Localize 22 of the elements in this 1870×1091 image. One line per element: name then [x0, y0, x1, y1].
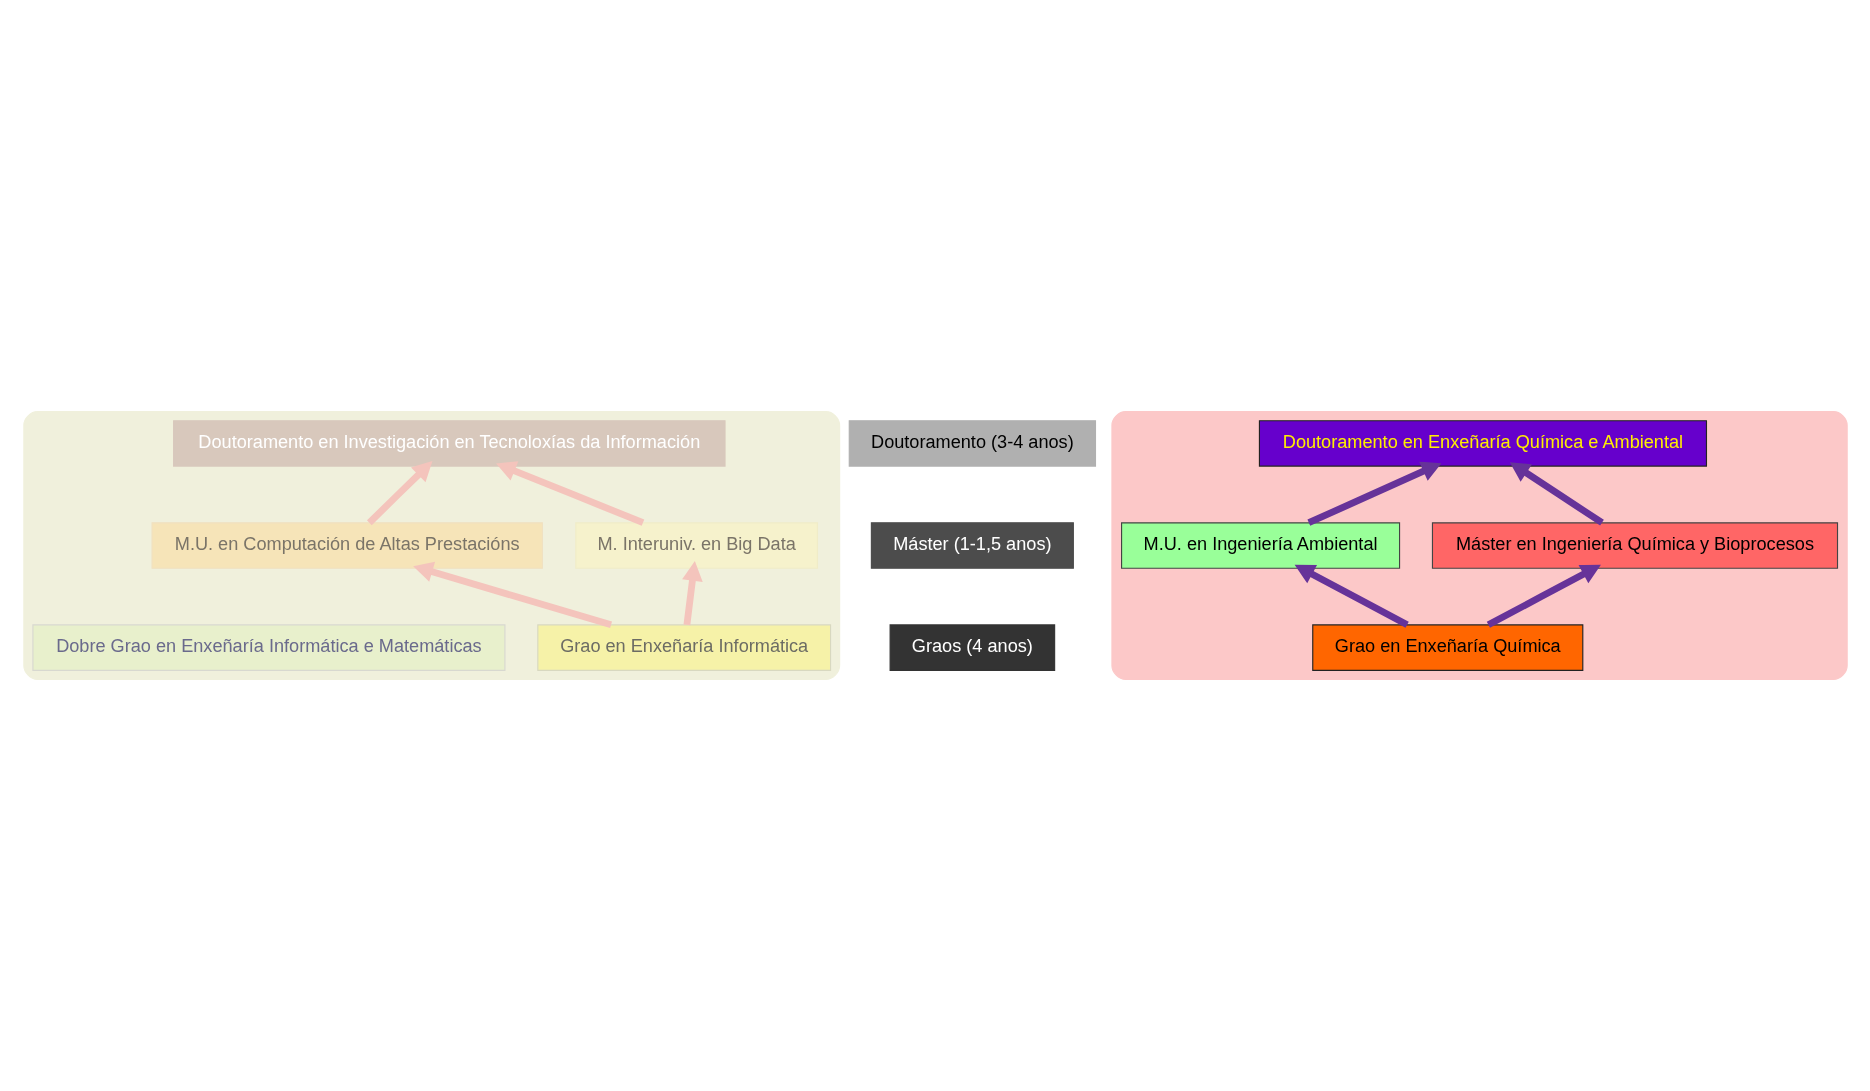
arrow [1486, 564, 1601, 628]
node-box: Graos (4 anos) [889, 624, 1055, 671]
node-box: M.U. en Ingeniería Ambiental [1120, 522, 1400, 569]
arrow [366, 461, 432, 526]
arrow [1509, 462, 1604, 526]
arrow [412, 561, 612, 629]
arrow [681, 561, 703, 626]
node-box: M. Interuniv. en Big Data [574, 522, 818, 569]
arrow [1294, 564, 1409, 628]
node-box: M.U. en Computación de Altas Prestacións [151, 522, 543, 569]
node-box: Máster (1-1,5 anos) [870, 522, 1074, 569]
node-box: Máster en Ingeniería Química y Bioprocesos [1431, 522, 1838, 569]
node-box: Grao en Enxeñaría Informática [536, 624, 831, 671]
cluster [1110, 411, 1848, 680]
node-box: Grao en Enxeñaría Química [1311, 624, 1583, 671]
node-box: Doutoramento en Investigación en Tecnoloxías da Información [172, 420, 726, 467]
node-box: Dobre Grao en Enxeñaría Informática e Matemáticas [31, 624, 505, 671]
node-box: Doutoramento en Enxeñaría Química e Ambiental [1258, 420, 1707, 467]
node-box: Doutoramento (3-4 anos) [848, 420, 1096, 467]
arrow [1306, 461, 1441, 526]
arrow [495, 461, 644, 526]
cluster [22, 411, 840, 680]
